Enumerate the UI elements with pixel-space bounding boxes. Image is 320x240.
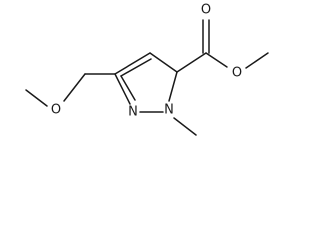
bond-c5-n1 (168, 71, 178, 102)
atom-o-ester: O (232, 66, 242, 81)
bond-c-oester (205, 52, 228, 68)
bonds-group (25, 19, 269, 136)
molecule-structure-diagram: O O O N N (25, 3, 269, 136)
bond-ch2-o (63, 73, 86, 102)
bond-c5-ccarbonyl (176, 52, 207, 73)
bond-n2-c3-double (120, 75, 136, 101)
bond-n1-methyl (173, 117, 197, 136)
atom-n2: N (128, 105, 138, 120)
bond-c4-c5 (149, 52, 178, 73)
bond-n2-c3 (114, 73, 131, 105)
atom-n1: N (164, 103, 174, 118)
bond-c3-c4 (114, 52, 151, 75)
bond-o-ch3 (25, 89, 48, 107)
bond-oester-ch3 (245, 52, 269, 69)
atom-labels-group: O O O N N (51, 3, 242, 120)
bond-c3-c4-double (120, 58, 152, 77)
atom-o-carbonyl: O (201, 3, 211, 18)
atom-o-ether: O (51, 103, 61, 118)
